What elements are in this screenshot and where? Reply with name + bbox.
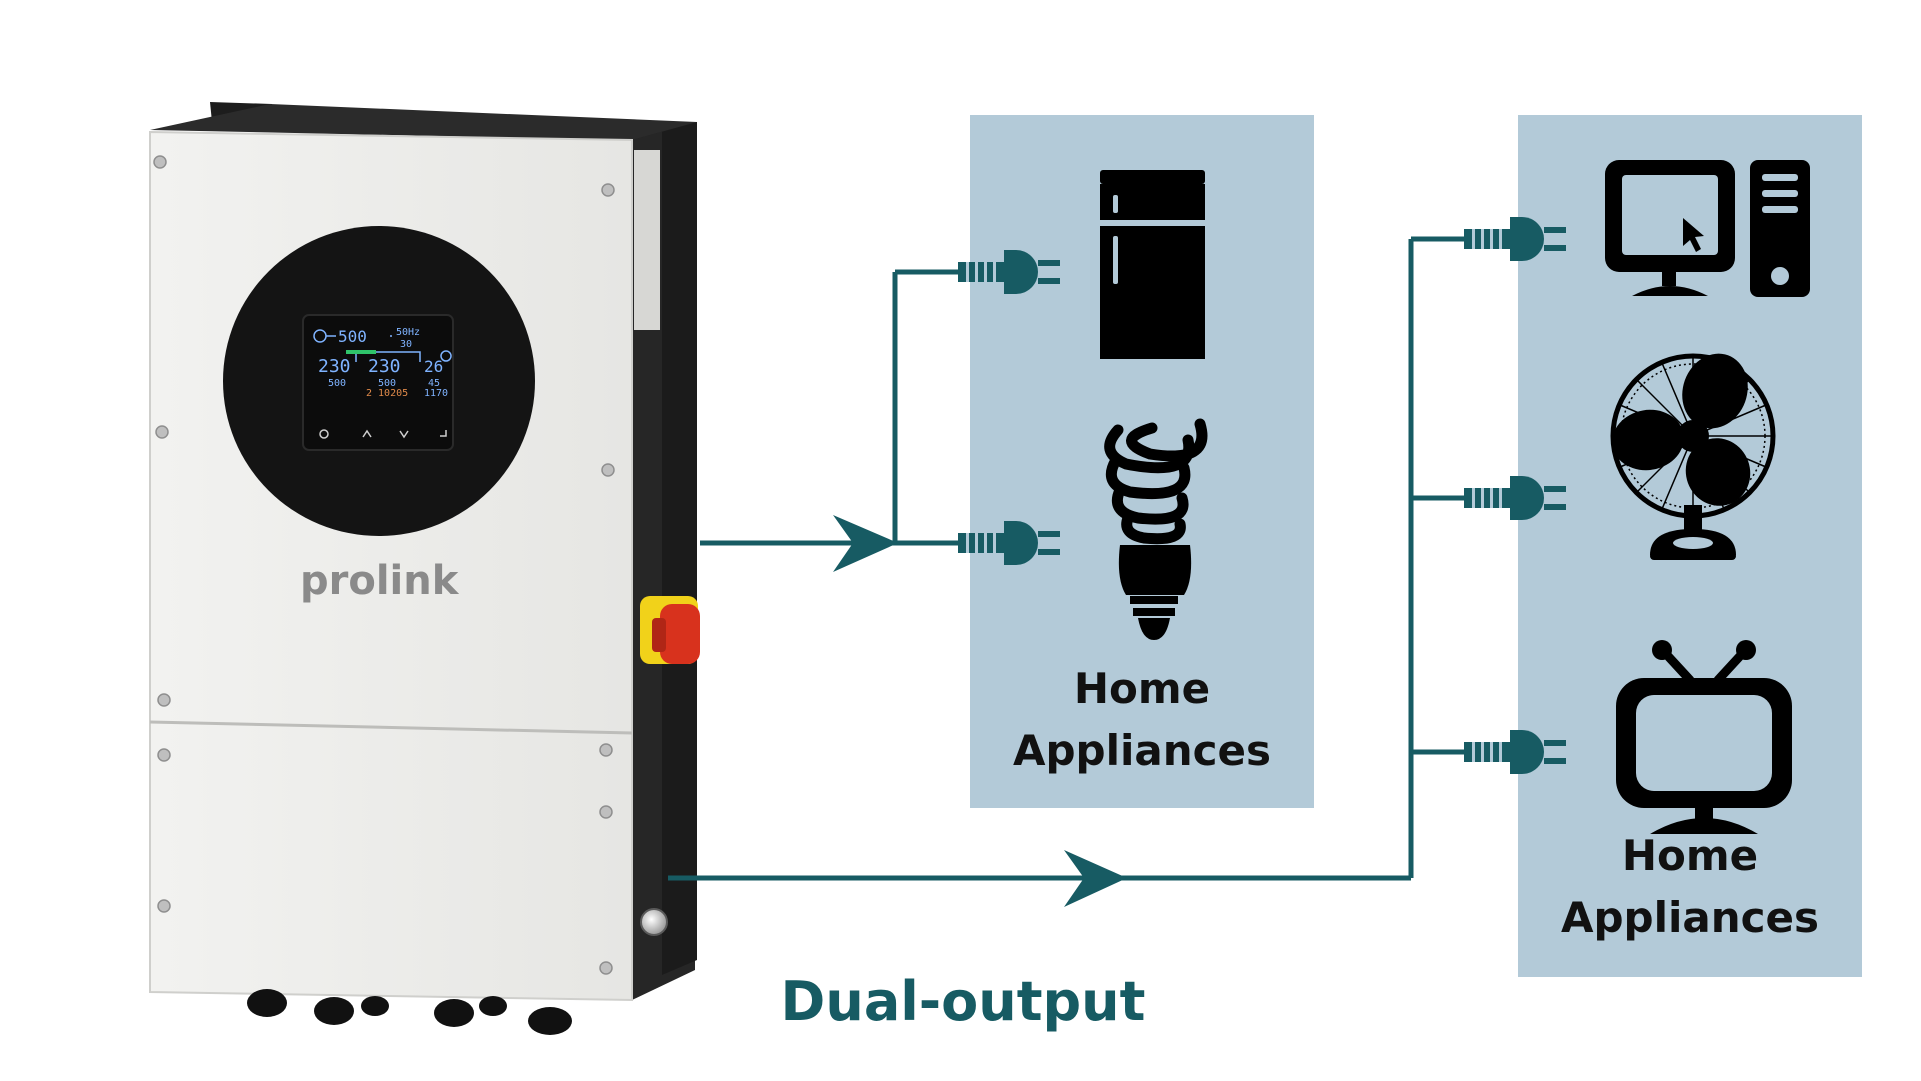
caption-dual-output: Dual-output (781, 970, 1146, 1033)
output-1-wire (700, 269, 960, 546)
lcd-top-right2: 30 (400, 339, 412, 350)
lcd-top-right: 50Hz (396, 327, 420, 338)
lcd-right-sub: 45 (428, 378, 440, 389)
plug-icon (1464, 476, 1566, 520)
lcd-right-sub2: 1170 (424, 388, 448, 399)
cfl-bulb-icon (1104, 418, 1208, 640)
desktop-computer-icon (1605, 160, 1810, 297)
brand-logo: prolink (300, 558, 460, 604)
pv-switch[interactable] (640, 596, 700, 664)
group-1-label-line1: Home (1074, 664, 1210, 713)
output-2-arrow (1064, 850, 1127, 907)
refrigerator-icon (1100, 170, 1205, 359)
group-2-label-line1: Home (1622, 831, 1758, 880)
group-1-label-line2: Appliances (1013, 726, 1271, 775)
output-1-arrow (833, 515, 898, 572)
power-knob[interactable] (640, 908, 668, 936)
plug-icon (1464, 217, 1566, 261)
lcd-mid-value: 230 (368, 356, 401, 377)
plug-icon (958, 521, 1060, 565)
lcd-mid-sub: 500 (378, 378, 396, 389)
desk-fan-icon (1610, 353, 1776, 560)
plug-icon (958, 250, 1060, 294)
output-2-wire (668, 236, 1465, 881)
lcd-left-value: 230 (318, 356, 351, 377)
hybrid-inverter: 500 50Hz 30 230 500 230 500 26 45 1170 2… (149, 102, 700, 1035)
lcd-left-sub: 500 (328, 378, 346, 389)
television-icon (1616, 640, 1792, 834)
group-2-label-line2: Appliances (1561, 893, 1819, 942)
lcd-top-value: 500 (338, 327, 367, 346)
lcd-date: 2 10205 (366, 388, 408, 399)
lcd-right-value: 26 (424, 357, 443, 376)
plug-icon (1464, 730, 1566, 774)
